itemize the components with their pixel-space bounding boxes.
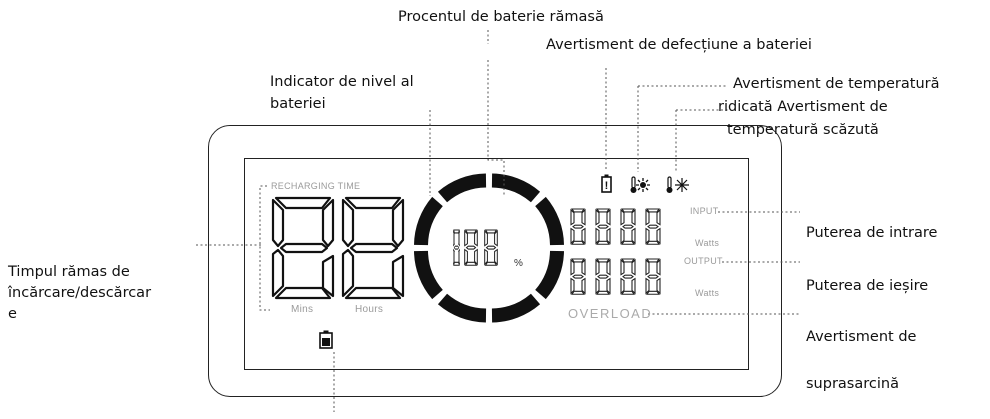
- input-label: INPUT: [690, 206, 719, 216]
- ring-segment-3: [535, 250, 564, 300]
- battery-level-ring: [414, 173, 564, 323]
- fault-symbol: !: [605, 180, 609, 192]
- callout-temp-high-line1: Avertisment de temperatură: [733, 76, 940, 92]
- ring-segment-6: [414, 250, 443, 300]
- callout-temp-high-line2: ridicată Avertisment de: [718, 99, 888, 115]
- ring-segment-1: [491, 173, 541, 203]
- ring-segment-8: [437, 173, 487, 203]
- ring-segment-5: [437, 293, 487, 323]
- callout-time-line2: încărcare/descărcar: [8, 285, 152, 301]
- lcd-screen: [244, 158, 749, 370]
- output-label: OUTPUT: [684, 256, 723, 266]
- percent-digits: [452, 229, 498, 266]
- high-temperature-icon: [630, 176, 650, 193]
- input-power-digits: [570, 208, 661, 245]
- output-watts-label: Watts: [695, 288, 720, 298]
- percent-sign: %: [514, 258, 524, 269]
- device-outline: [208, 125, 782, 397]
- mins-label: Mins: [291, 304, 314, 315]
- battery-fault-icon: !: [601, 174, 612, 193]
- hours-label: Hours: [355, 304, 384, 315]
- input-watts-label: Watts: [695, 238, 720, 248]
- ring-segment-2: [535, 196, 564, 246]
- recharging-time-label: RECHARGING TIME: [271, 181, 361, 191]
- battery-level-icon: [319, 330, 333, 349]
- callout-overload-line2: suprasarcină: [806, 376, 899, 392]
- callout-output-power: Puterea de ieșire: [806, 278, 929, 294]
- output-power-digits: [570, 258, 661, 295]
- time-digits-hours: [341, 196, 405, 300]
- ring-segment-4: [491, 293, 541, 323]
- leader-lines: [196, 30, 800, 412]
- callout-overload-line1: Avertisment de: [806, 329, 917, 345]
- callout-time-line1: Timpul rămas de: [8, 264, 130, 280]
- callout-battery-fault: Avertisment de defecțiune a bateriei: [546, 37, 812, 53]
- time-digits-mins: [271, 196, 335, 300]
- overload-label: OVERLOAD: [568, 306, 653, 321]
- callout-level-indicator-line1: Indicator de nivel al: [270, 74, 414, 90]
- callout-temp-low: temperatură scăzută: [727, 122, 879, 138]
- low-temperature-icon: [666, 176, 689, 193]
- callout-battery-percentage: Procentul de baterie rămasă: [398, 9, 604, 25]
- callout-time-line3: e: [8, 306, 17, 322]
- callout-level-indicator-line2: bateriei: [270, 96, 326, 112]
- callout-input-power: Puterea de intrare: [806, 225, 938, 241]
- ring-segment-7: [414, 196, 443, 246]
